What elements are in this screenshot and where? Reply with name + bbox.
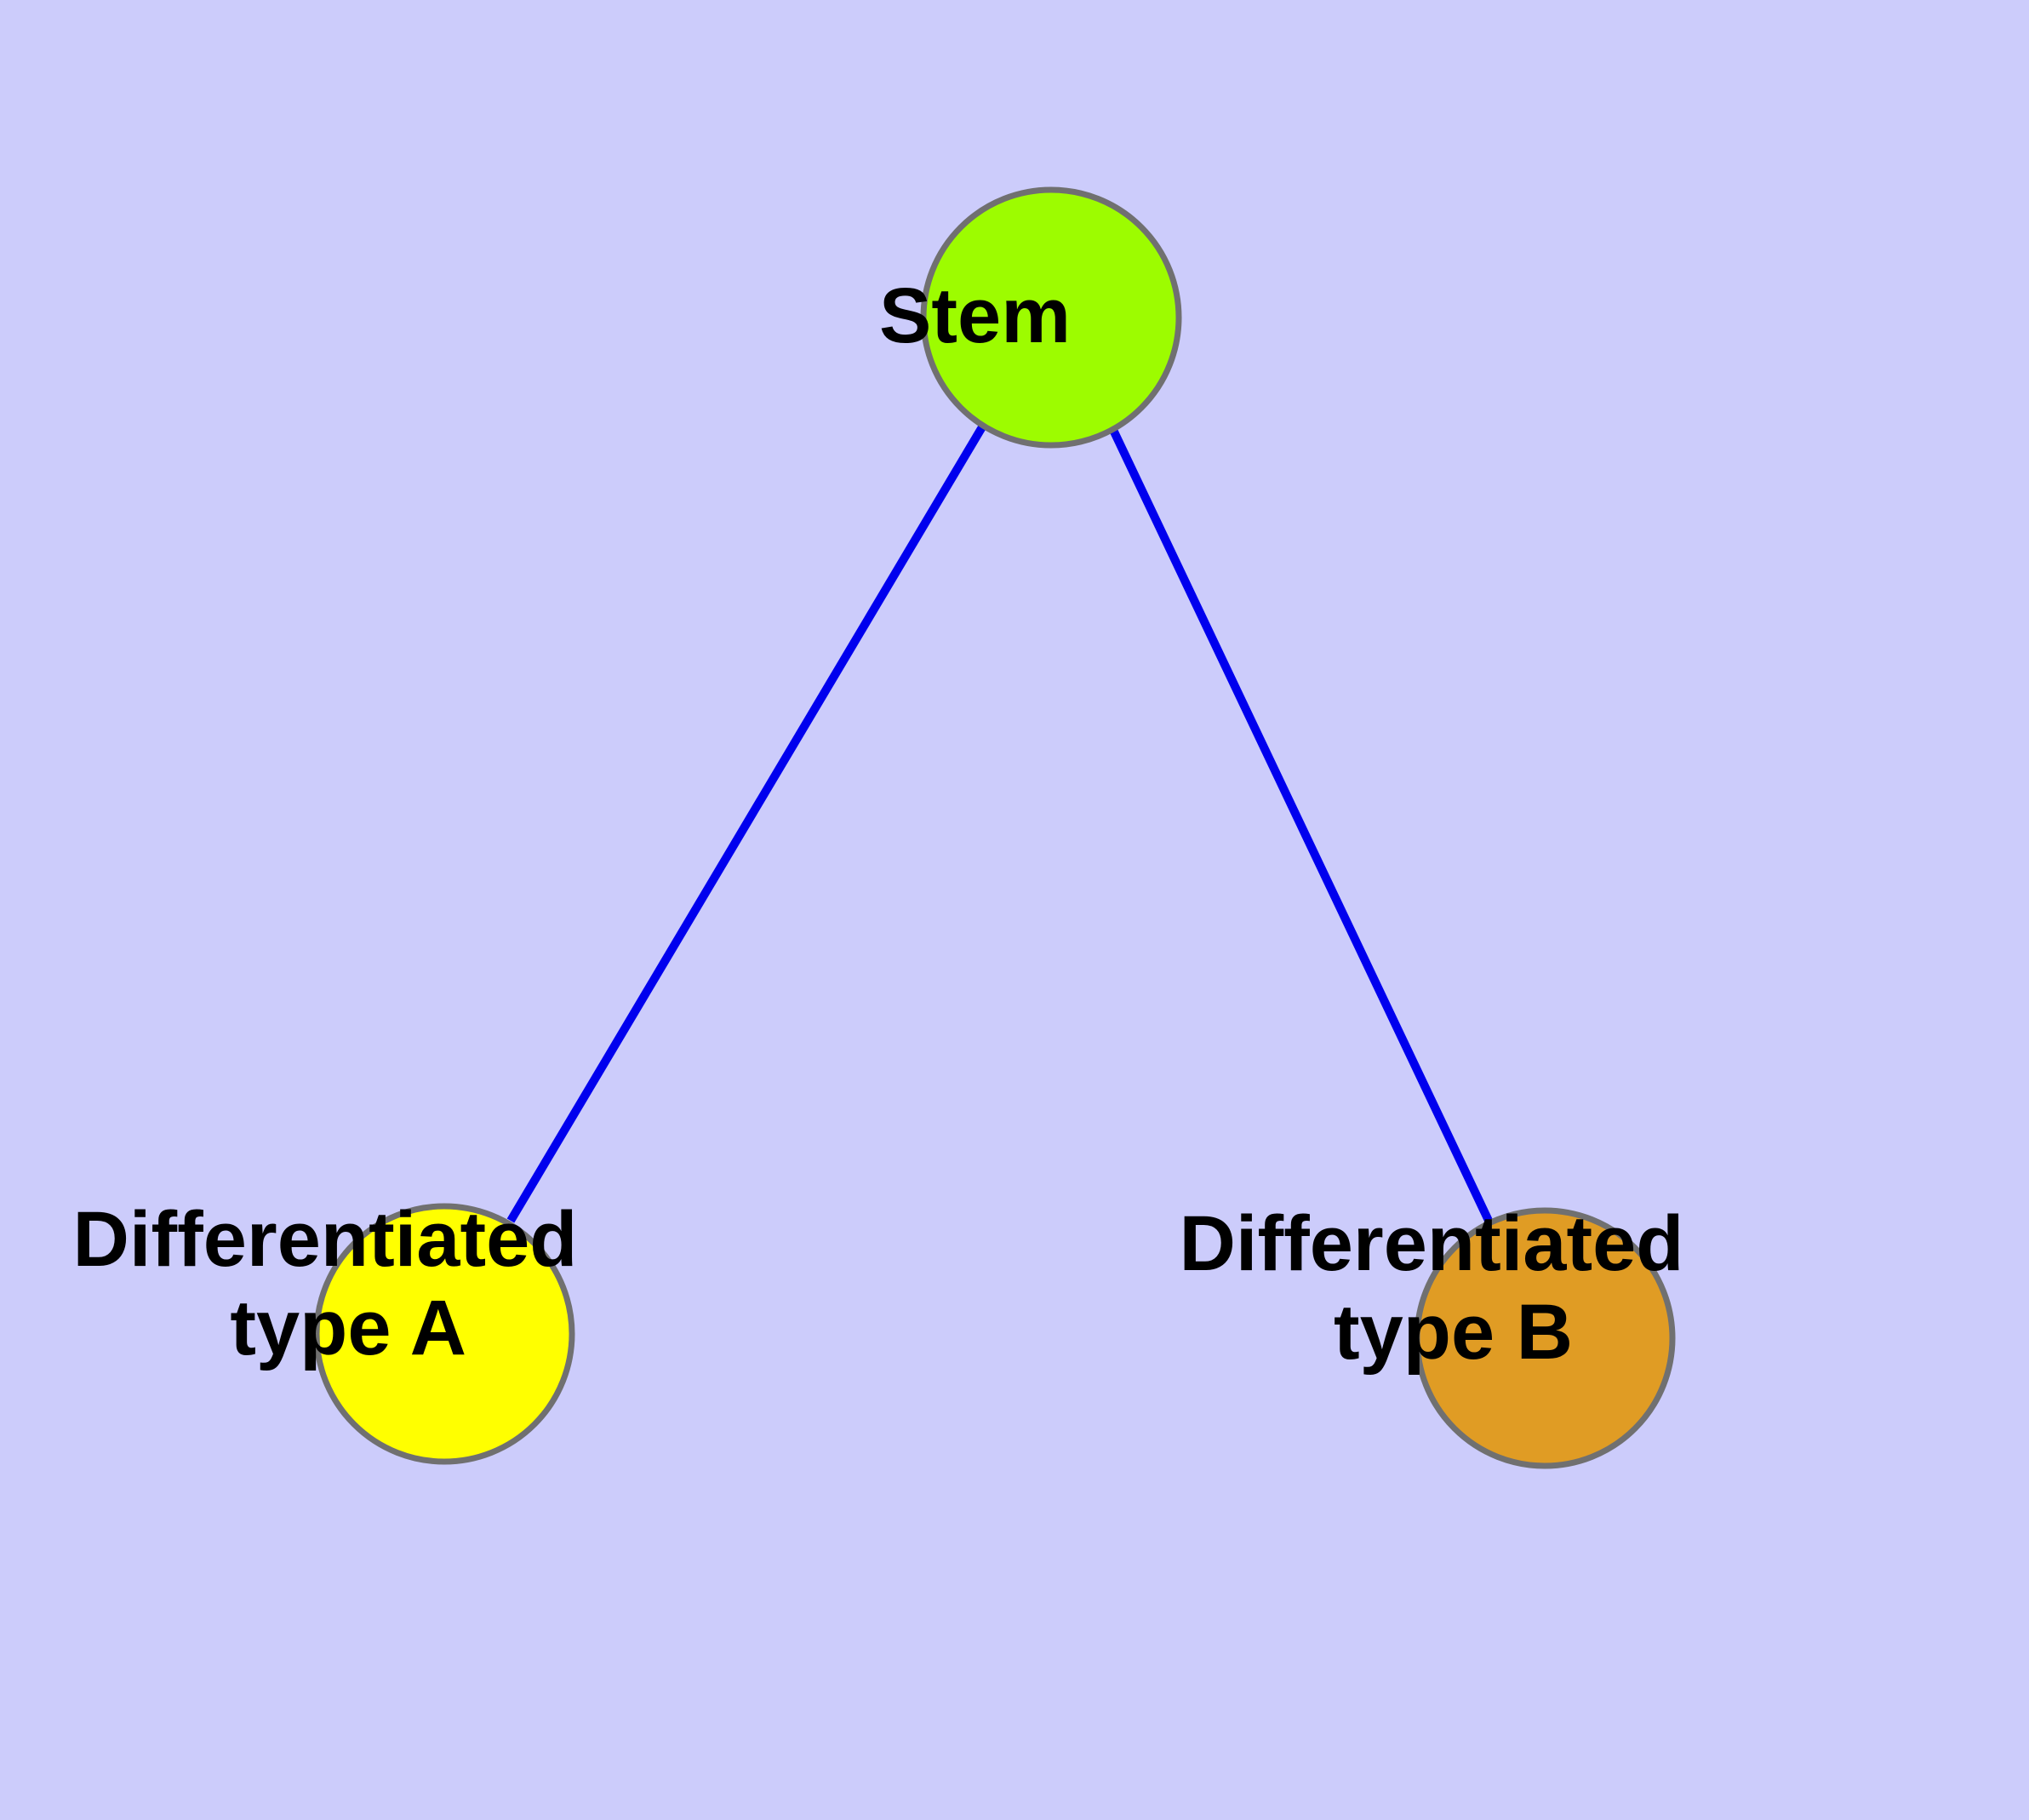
node-label-stem: Stem [879,272,1223,359]
label-layer: Stem Differentiated type A Differentiate… [72,272,1879,1376]
node-label-diff-b: Differentiated type B [1179,1200,1879,1376]
node-label-diff-a: Differentiated type A [72,1196,773,1371]
node-layer [313,186,1676,1469]
edge-stem-to-diff-b[interactable] [1109,427,1495,1227]
edge-layer [506,423,1495,1227]
node-circle-diff-b[interactable] [1414,1207,1676,1469]
node-label-diff-a-line-1: Differentiated [72,1196,577,1283]
edge-stem-to-diff-a[interactable] [506,423,987,1223]
node-label-diff-b-line-2: type B [1334,1289,1573,1376]
node-circle-diff-a[interactable] [313,1203,575,1465]
node-label-diff-b-line-1: Differentiated [1179,1200,1683,1287]
node-label-diff-a-line-2: type A [230,1285,465,1371]
node-circle-stem[interactable] [920,186,1182,449]
node-label-stem-line-1: Stem [879,272,1071,359]
